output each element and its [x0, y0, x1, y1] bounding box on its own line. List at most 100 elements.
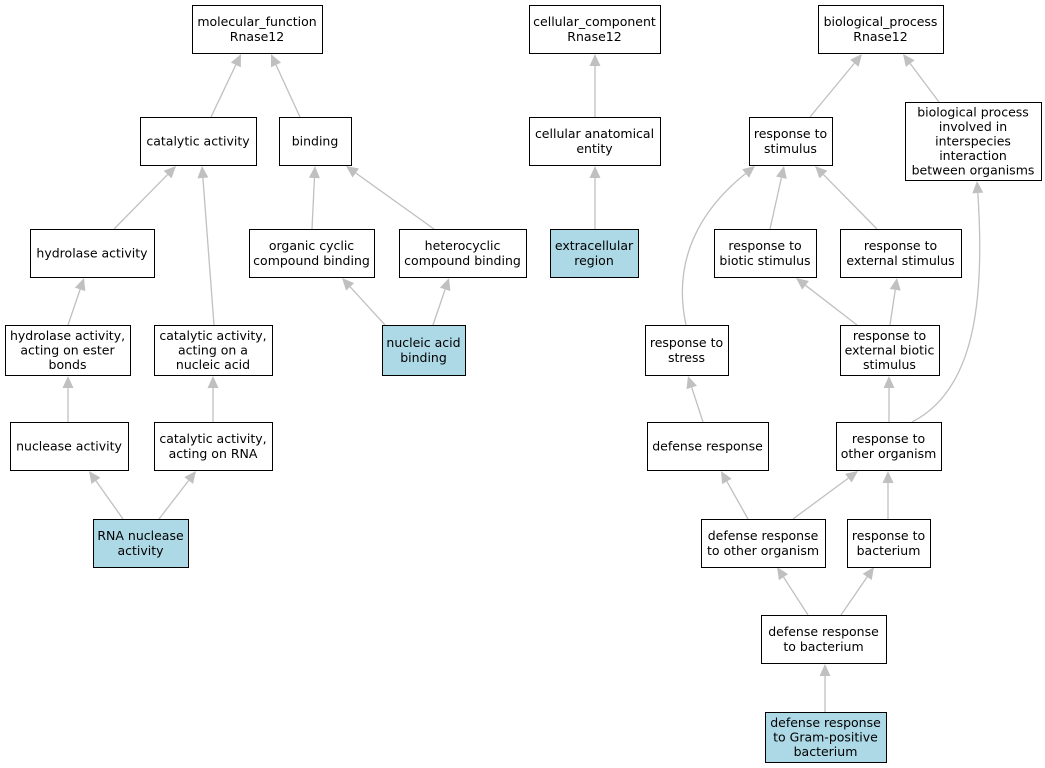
edge-binding-to-mf-arrowhead: [271, 54, 282, 68]
node-label-line: hydrolase activity,: [10, 328, 125, 343]
edge-droo-to-rtoo-arrowhead: [845, 471, 858, 483]
edge-nab-to-hcb: [432, 289, 446, 326]
node-label-line: between organisms: [912, 163, 1035, 178]
node-label-line: response to: [852, 528, 925, 543]
edge-defense-to-rtstress-arrowhead: [686, 376, 697, 390]
edge-carna-to-cana-arrowhead: [207, 376, 219, 388]
edge-cana-to-catalytic: [202, 177, 215, 326]
edge-extra-to-cae-arrowhead: [589, 166, 601, 178]
edge-occb-to-binding-arrowhead: [308, 166, 320, 179]
edge-droo-to-defense-arrowhead: [721, 471, 732, 485]
node-box: [154, 325, 273, 376]
edge-haeb-to-hydrolase: [67, 289, 81, 326]
node-label-line: cellular anatomical: [535, 126, 654, 141]
edge-rtstress-to-rts: [681, 172, 747, 326]
node-box: [836, 422, 942, 471]
node-label-line: other organism: [841, 446, 937, 461]
edge-occb-to-binding: [311, 177, 316, 230]
node-box: [701, 519, 826, 568]
node-label-line: binding: [292, 134, 339, 149]
node-label-line: external biotic: [845, 343, 935, 358]
node-label-line: organic cyclic: [269, 238, 354, 253]
edge-rtes-to-rts: [822, 174, 878, 230]
node-box: [847, 519, 931, 568]
node-label-line: acting on a: [178, 343, 248, 358]
node-label-line: interspecies: [935, 134, 1011, 149]
edge-nab-to-occb: [349, 286, 386, 326]
edge-rnanuc-to-carna-arrowhead: [184, 471, 196, 484]
node-label-line: nuclease activity: [16, 439, 122, 454]
edge-rtebs-to-rtbs-arrowhead: [796, 278, 809, 290]
edge-drb-to-droo-arrowhead: [777, 567, 789, 581]
edge-nab-to-hcb-arrowhead: [439, 278, 451, 292]
node-binding: binding: [279, 117, 352, 166]
node-box: [30, 229, 155, 278]
node-label-line: compound binding: [253, 253, 370, 268]
node-nuclease: nuclease activity: [10, 422, 129, 471]
node-box: [192, 5, 323, 54]
edge-catalytic-to-mf-arrowhead: [230, 54, 241, 68]
node-label-line: involved in: [939, 119, 1007, 134]
edge-bpii-to-bp-arrowhead: [903, 54, 915, 67]
node-box: [550, 229, 639, 278]
node-label-line: binding: [400, 350, 447, 365]
node-box: [840, 229, 962, 278]
edge-rtbac-to-rtoo-arrowhead: [882, 471, 894, 483]
node-label-line: stimulus: [764, 141, 817, 156]
edge-bpii-to-bp: [909, 63, 940, 103]
node-label-line: molecular_function: [197, 14, 316, 29]
edge-drb-to-droo: [782, 576, 809, 616]
node-label-line: Rnase12: [853, 29, 907, 44]
edge-haeb-to-hydrolase-arrowhead: [74, 278, 86, 292]
edge-nab-to-occb-arrowhead: [342, 278, 355, 291]
node-label-line: heterocyclic: [425, 238, 501, 253]
edge-defense-to-rtstress: [691, 387, 704, 423]
node-box: [529, 5, 661, 54]
node-box: [818, 5, 944, 54]
node-label-line: defense response: [770, 715, 881, 730]
node-box: [93, 519, 189, 568]
edge-rnanuc-to-nuclease-arrowhead: [89, 471, 101, 484]
node-box: [10, 422, 129, 471]
node-label-line: defense response: [768, 624, 879, 639]
node-label-line: bacterium: [857, 543, 921, 558]
edge-rtbs-to-rts: [769, 177, 783, 230]
node-catalytic: catalytic activity: [140, 117, 257, 166]
node-label-line: RNA nuclease: [97, 528, 184, 543]
node-label-line: activity: [117, 543, 164, 558]
edge-rts-to-bp-arrowhead: [850, 54, 862, 67]
node-label-line: catalytic activity,: [159, 431, 266, 446]
edge-rtoo-to-bpii-arrowhead: [972, 181, 984, 194]
node-label-line: stimulus: [863, 357, 916, 372]
node-box: [765, 712, 887, 763]
edge-rtoo-to-bpii: [911, 192, 981, 423]
node-box: [140, 117, 257, 166]
edge-cana-to-catalytic-arrowhead: [197, 166, 209, 179]
node-box: [905, 102, 1042, 181]
edge-catalytic-to-mf: [210, 64, 237, 118]
node-carna: catalytic activity,acting on RNA: [154, 422, 273, 471]
edge-rtes-to-rts-arrowhead: [815, 166, 828, 179]
node-label-line: biological_process: [824, 14, 938, 29]
node-label-line: acting on ester: [20, 343, 115, 358]
edge-nuclease-to-haeb-arrowhead: [62, 376, 74, 388]
node-label-line: acting on RNA: [169, 446, 258, 461]
edge-droo-to-rtoo: [792, 477, 849, 520]
node-label-line: defense response: [708, 528, 819, 543]
nodes-layer: molecular_functionRnase12cellular_compon…: [5, 5, 1042, 763]
node-label-line: response to: [864, 238, 937, 253]
node-box: [279, 117, 352, 166]
